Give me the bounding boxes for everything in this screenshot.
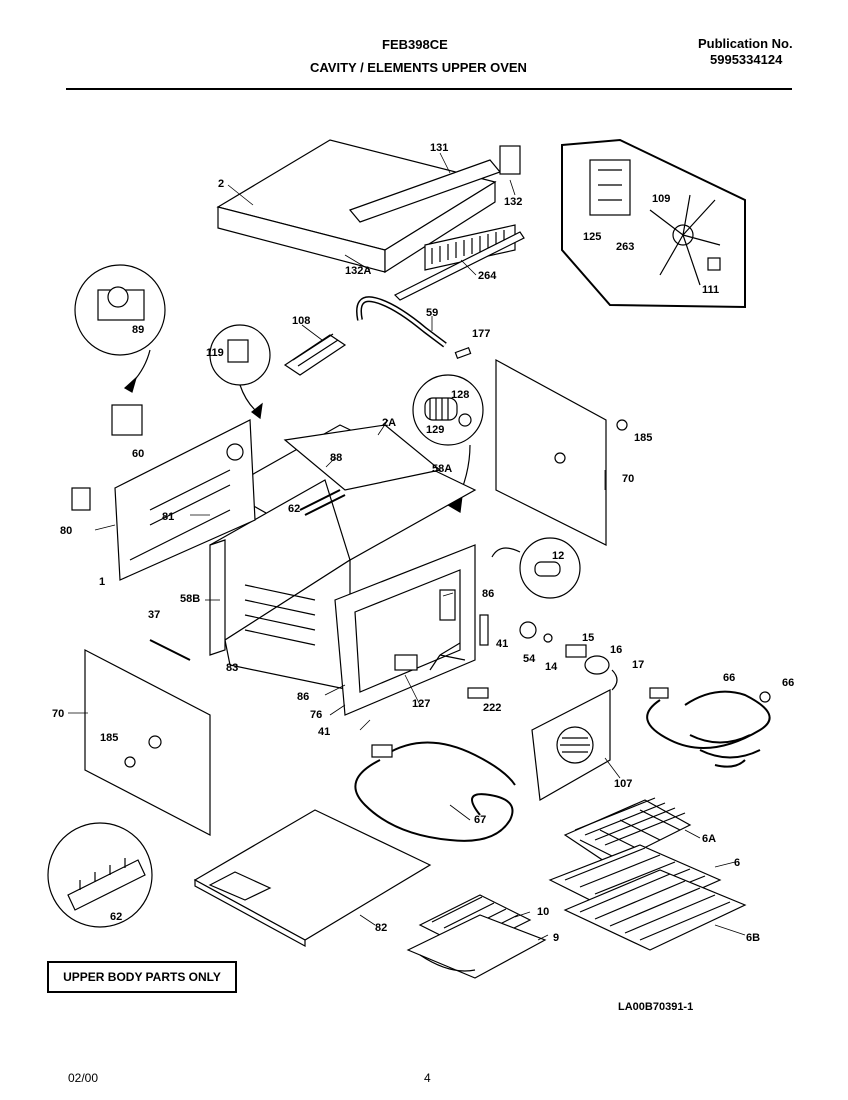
callout-107: 107 <box>614 778 632 790</box>
callout-185-left: 185 <box>100 732 118 744</box>
convection-parts <box>519 621 618 691</box>
callout-67: 67 <box>474 814 486 826</box>
bracket-80-part <box>71 487 91 511</box>
callout-54: 54 <box>523 653 536 665</box>
footer-date: 02/00 <box>68 1071 99 1085</box>
model-number: FEB398CE <box>382 37 448 52</box>
callout-2: 2 <box>218 178 224 190</box>
bottom-panel-82-part <box>193 809 432 948</box>
callout-83: 83 <box>226 662 238 674</box>
callout-2A: 2A <box>382 417 396 429</box>
callout-86-upper: 86 <box>482 588 494 600</box>
page-title: CAVITY / ELEMENTS UPPER OVEN <box>310 60 527 75</box>
callout-37: 37 <box>148 609 160 621</box>
callout-6: 6 <box>734 857 740 869</box>
callout-86-lower: 86 <box>297 691 309 703</box>
grille-part <box>393 224 525 301</box>
publication-label: Publication No. <box>698 36 793 51</box>
drawing-id: LA00B70391-1 <box>618 1001 694 1013</box>
wire-37-part <box>149 639 191 661</box>
connector-108-part <box>283 333 347 376</box>
page-number: 4 <box>424 1071 431 1085</box>
callout-89: 89 <box>132 324 144 336</box>
callout-59: 59 <box>426 307 438 319</box>
callout-129: 129 <box>426 424 444 436</box>
callout-131: 131 <box>430 142 448 154</box>
callout-17: 17 <box>632 659 644 671</box>
bracket-60-part <box>111 404 143 436</box>
callout-108: 108 <box>292 315 310 327</box>
callout-111: 111 <box>702 284 719 296</box>
callout-70-left: 70 <box>52 708 64 720</box>
callout-41-lower: 41 <box>318 726 330 738</box>
callout-132: 132 <box>504 196 522 208</box>
callout-76: 76 <box>310 709 322 721</box>
publication-number: 5995334124 <box>710 52 783 67</box>
detail-circle-62 <box>47 822 153 928</box>
callout-12: 12 <box>552 550 564 562</box>
callout-80: 80 <box>60 525 72 537</box>
broil-element-66-part <box>646 687 771 768</box>
top-cover-part <box>216 139 497 274</box>
callout-119: 119 <box>206 347 224 359</box>
callout-9: 9 <box>553 932 559 944</box>
convection-motor-inset <box>561 138 746 309</box>
callout-264: 264 <box>478 270 497 282</box>
callout-labels: 2 131 132 132A 264 125 263 109 111 89 10… <box>52 142 794 944</box>
rack-6A-part <box>563 797 692 866</box>
upper-body-note: UPPER BODY PARTS ONLY <box>47 961 237 993</box>
rear-panel-right-part <box>495 358 607 546</box>
callout-70-right: 70 <box>622 473 634 485</box>
callout-41-upper: 41 <box>496 638 508 650</box>
bake-element-67-part <box>354 741 516 842</box>
rear-panel-left-part <box>84 649 211 836</box>
detail-circle-128-129 <box>412 374 484 513</box>
callout-58B: 58B <box>180 593 200 605</box>
callout-125: 125 <box>583 231 601 243</box>
callout-88: 88 <box>330 452 342 464</box>
callout-62-lower: 62 <box>110 911 122 923</box>
thermostat-127-part <box>394 642 466 671</box>
callout-16: 16 <box>610 644 622 656</box>
detail-circle-12 <box>491 537 581 599</box>
callout-127: 127 <box>412 698 430 710</box>
detail-circle-89 <box>74 264 166 393</box>
callout-14: 14 <box>545 661 558 673</box>
callout-60: 60 <box>132 448 144 460</box>
callout-10: 10 <box>537 906 549 918</box>
callout-66-element: 66 <box>723 672 735 684</box>
callout-109: 109 <box>652 193 670 205</box>
fan-cover-107-part <box>531 689 611 801</box>
callout-6B: 6B <box>746 932 760 944</box>
bracket-132-part <box>499 145 521 175</box>
callout-66-screw: 66 <box>782 677 794 689</box>
broiler-pan-9-part <box>406 914 547 979</box>
callout-6A: 6A <box>702 833 716 845</box>
front-frame-part <box>334 544 489 716</box>
bracket-222-part <box>467 687 489 699</box>
left-side-panel-part <box>114 419 256 581</box>
callout-leaders <box>68 152 746 941</box>
callout-185-right: 185 <box>634 432 652 444</box>
callout-222: 222 <box>483 702 501 714</box>
oven-cavity-part <box>209 424 477 691</box>
header-rule <box>66 88 792 90</box>
callout-132A: 132A <box>345 265 371 277</box>
rack-6B-part <box>563 869 747 951</box>
callout-81: 81 <box>162 511 174 523</box>
callout-82: 82 <box>375 922 387 934</box>
detail-circle-119 <box>209 324 271 420</box>
callout-15: 15 <box>582 632 594 644</box>
callout-177: 177 <box>472 328 490 340</box>
callout-263: 263 <box>616 241 634 253</box>
callout-62-upper: 62 <box>288 503 300 515</box>
callout-128: 128 <box>451 389 469 401</box>
callout-58A: 58A <box>432 463 452 475</box>
callout-1: 1 <box>99 576 105 588</box>
